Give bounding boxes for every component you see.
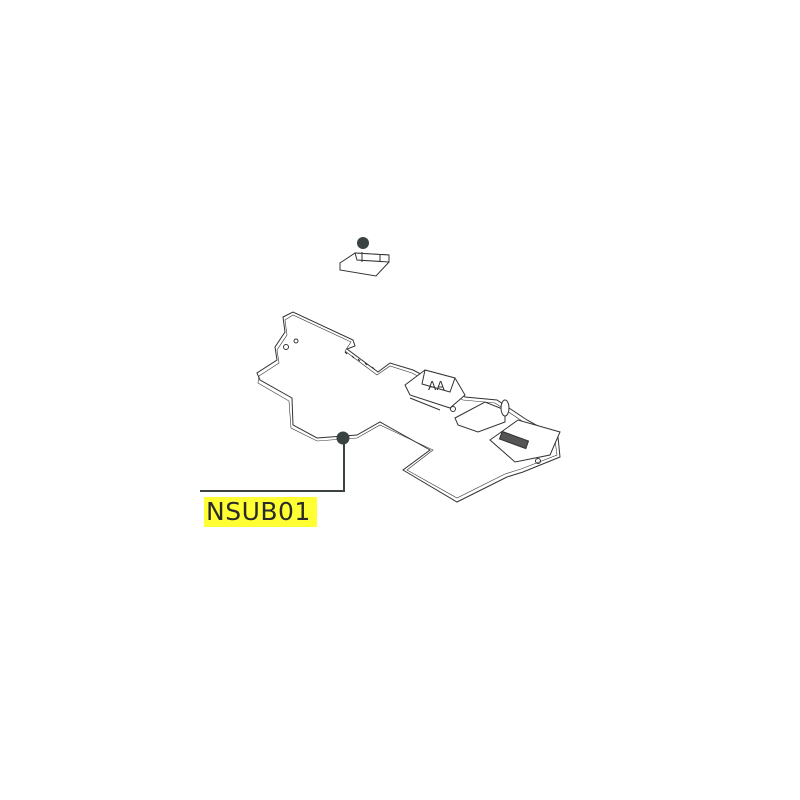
part-label-nsub01: NSUB01 <box>204 497 317 527</box>
usb-port: AA <box>404 369 466 411</box>
sub-board-part: AA <box>256 311 561 503</box>
flex-cable-part <box>339 252 390 277</box>
callout-dot-cable <box>357 237 369 249</box>
svg-text:AA: AA <box>428 379 446 393</box>
sd-card-slot <box>489 419 561 463</box>
audio-jack <box>454 399 510 433</box>
callout-dot-board <box>336 431 350 445</box>
callout-leader <box>200 438 345 492</box>
